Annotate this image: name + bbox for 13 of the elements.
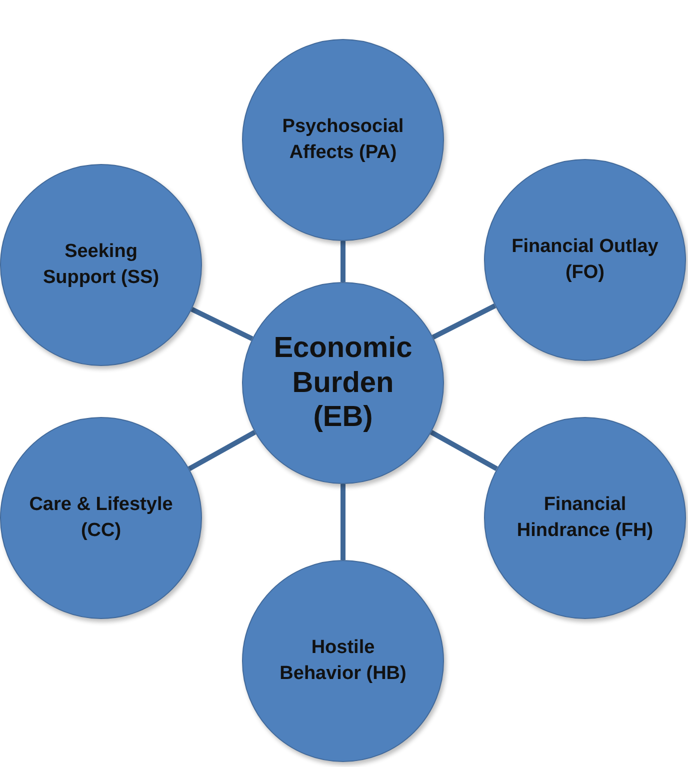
connector-line xyxy=(340,484,346,560)
topic-label: Financial Hindrance (FH) xyxy=(516,493,654,543)
topic-label: Care & Lifestyle (CC) xyxy=(28,493,174,543)
connector-line xyxy=(432,304,496,340)
connector-line xyxy=(190,307,254,341)
connector-line xyxy=(430,430,498,471)
topic-label: Seeking Support (SS) xyxy=(42,240,160,290)
connector-line xyxy=(340,241,346,282)
topic-label: Economic Burden (EB) xyxy=(272,330,414,436)
connector-line xyxy=(188,430,256,471)
topic-label: Financial Outlay (FO) xyxy=(511,235,659,285)
topic-label: Hostile Behavior (HB) xyxy=(278,636,408,686)
topic-label: Psychosocial Affects (PA) xyxy=(281,115,405,165)
